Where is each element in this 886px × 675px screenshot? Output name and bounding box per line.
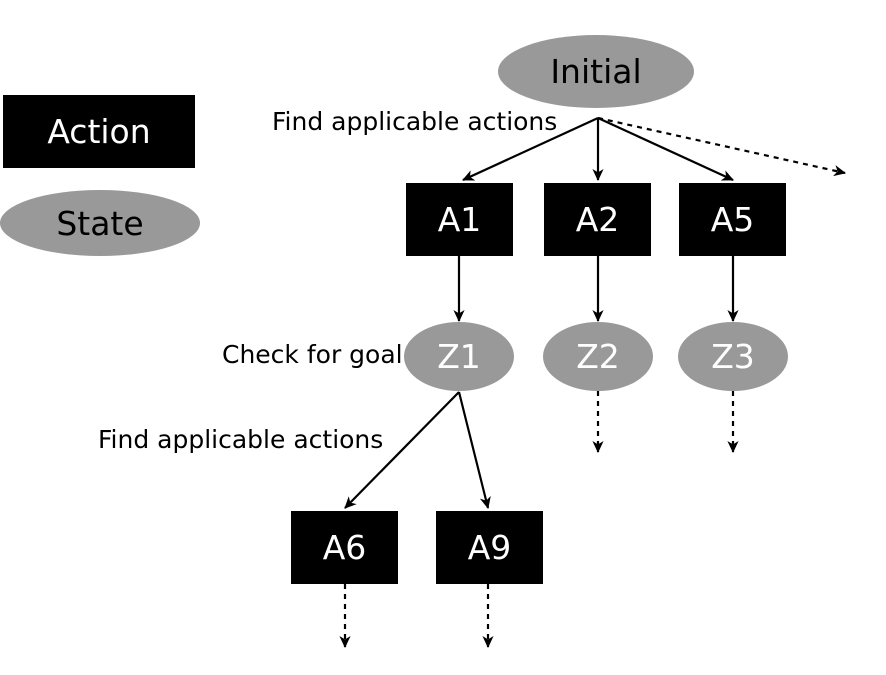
node-z2-label: Z2 [576, 337, 620, 376]
node-a9-label: A9 [467, 528, 512, 567]
edge-initial-to-more-dashed [597, 116, 846, 177]
node-action-a1: A1 [406, 183, 513, 256]
edge-initial-to-a5 [597, 117, 734, 181]
node-action-a9: A9 [436, 511, 543, 584]
legend-state-swatch: State [0, 190, 200, 256]
label-check-for-goal: Check for goal [222, 340, 403, 369]
legend-state-label: State [56, 203, 144, 243]
node-initial-state: Initial [498, 35, 694, 108]
node-a1-label: A1 [437, 200, 482, 239]
node-state-z2: Z2 [543, 322, 653, 391]
node-z1-label: Z1 [437, 337, 481, 376]
label-find-applicable-actions-second: Find applicable actions [98, 425, 384, 454]
node-z3-label: Z3 [711, 337, 755, 376]
node-action-a5: A5 [679, 183, 786, 256]
node-state-z3: Z3 [678, 322, 788, 391]
node-a5-label: A5 [710, 200, 755, 239]
node-initial-label: Initial [550, 52, 642, 91]
node-a2-label: A2 [575, 200, 620, 239]
label-find-applicable-actions-top: Find applicable actions [272, 107, 558, 136]
node-action-a2: A2 [544, 183, 651, 256]
node-action-a6: A6 [291, 511, 398, 584]
legend-action-swatch: Action [3, 95, 195, 168]
legend-action-label: Action [47, 112, 151, 151]
node-a6-label: A6 [322, 528, 367, 567]
node-state-z1: Z1 [404, 322, 514, 391]
edge-z1-to-a9 [457, 391, 491, 509]
